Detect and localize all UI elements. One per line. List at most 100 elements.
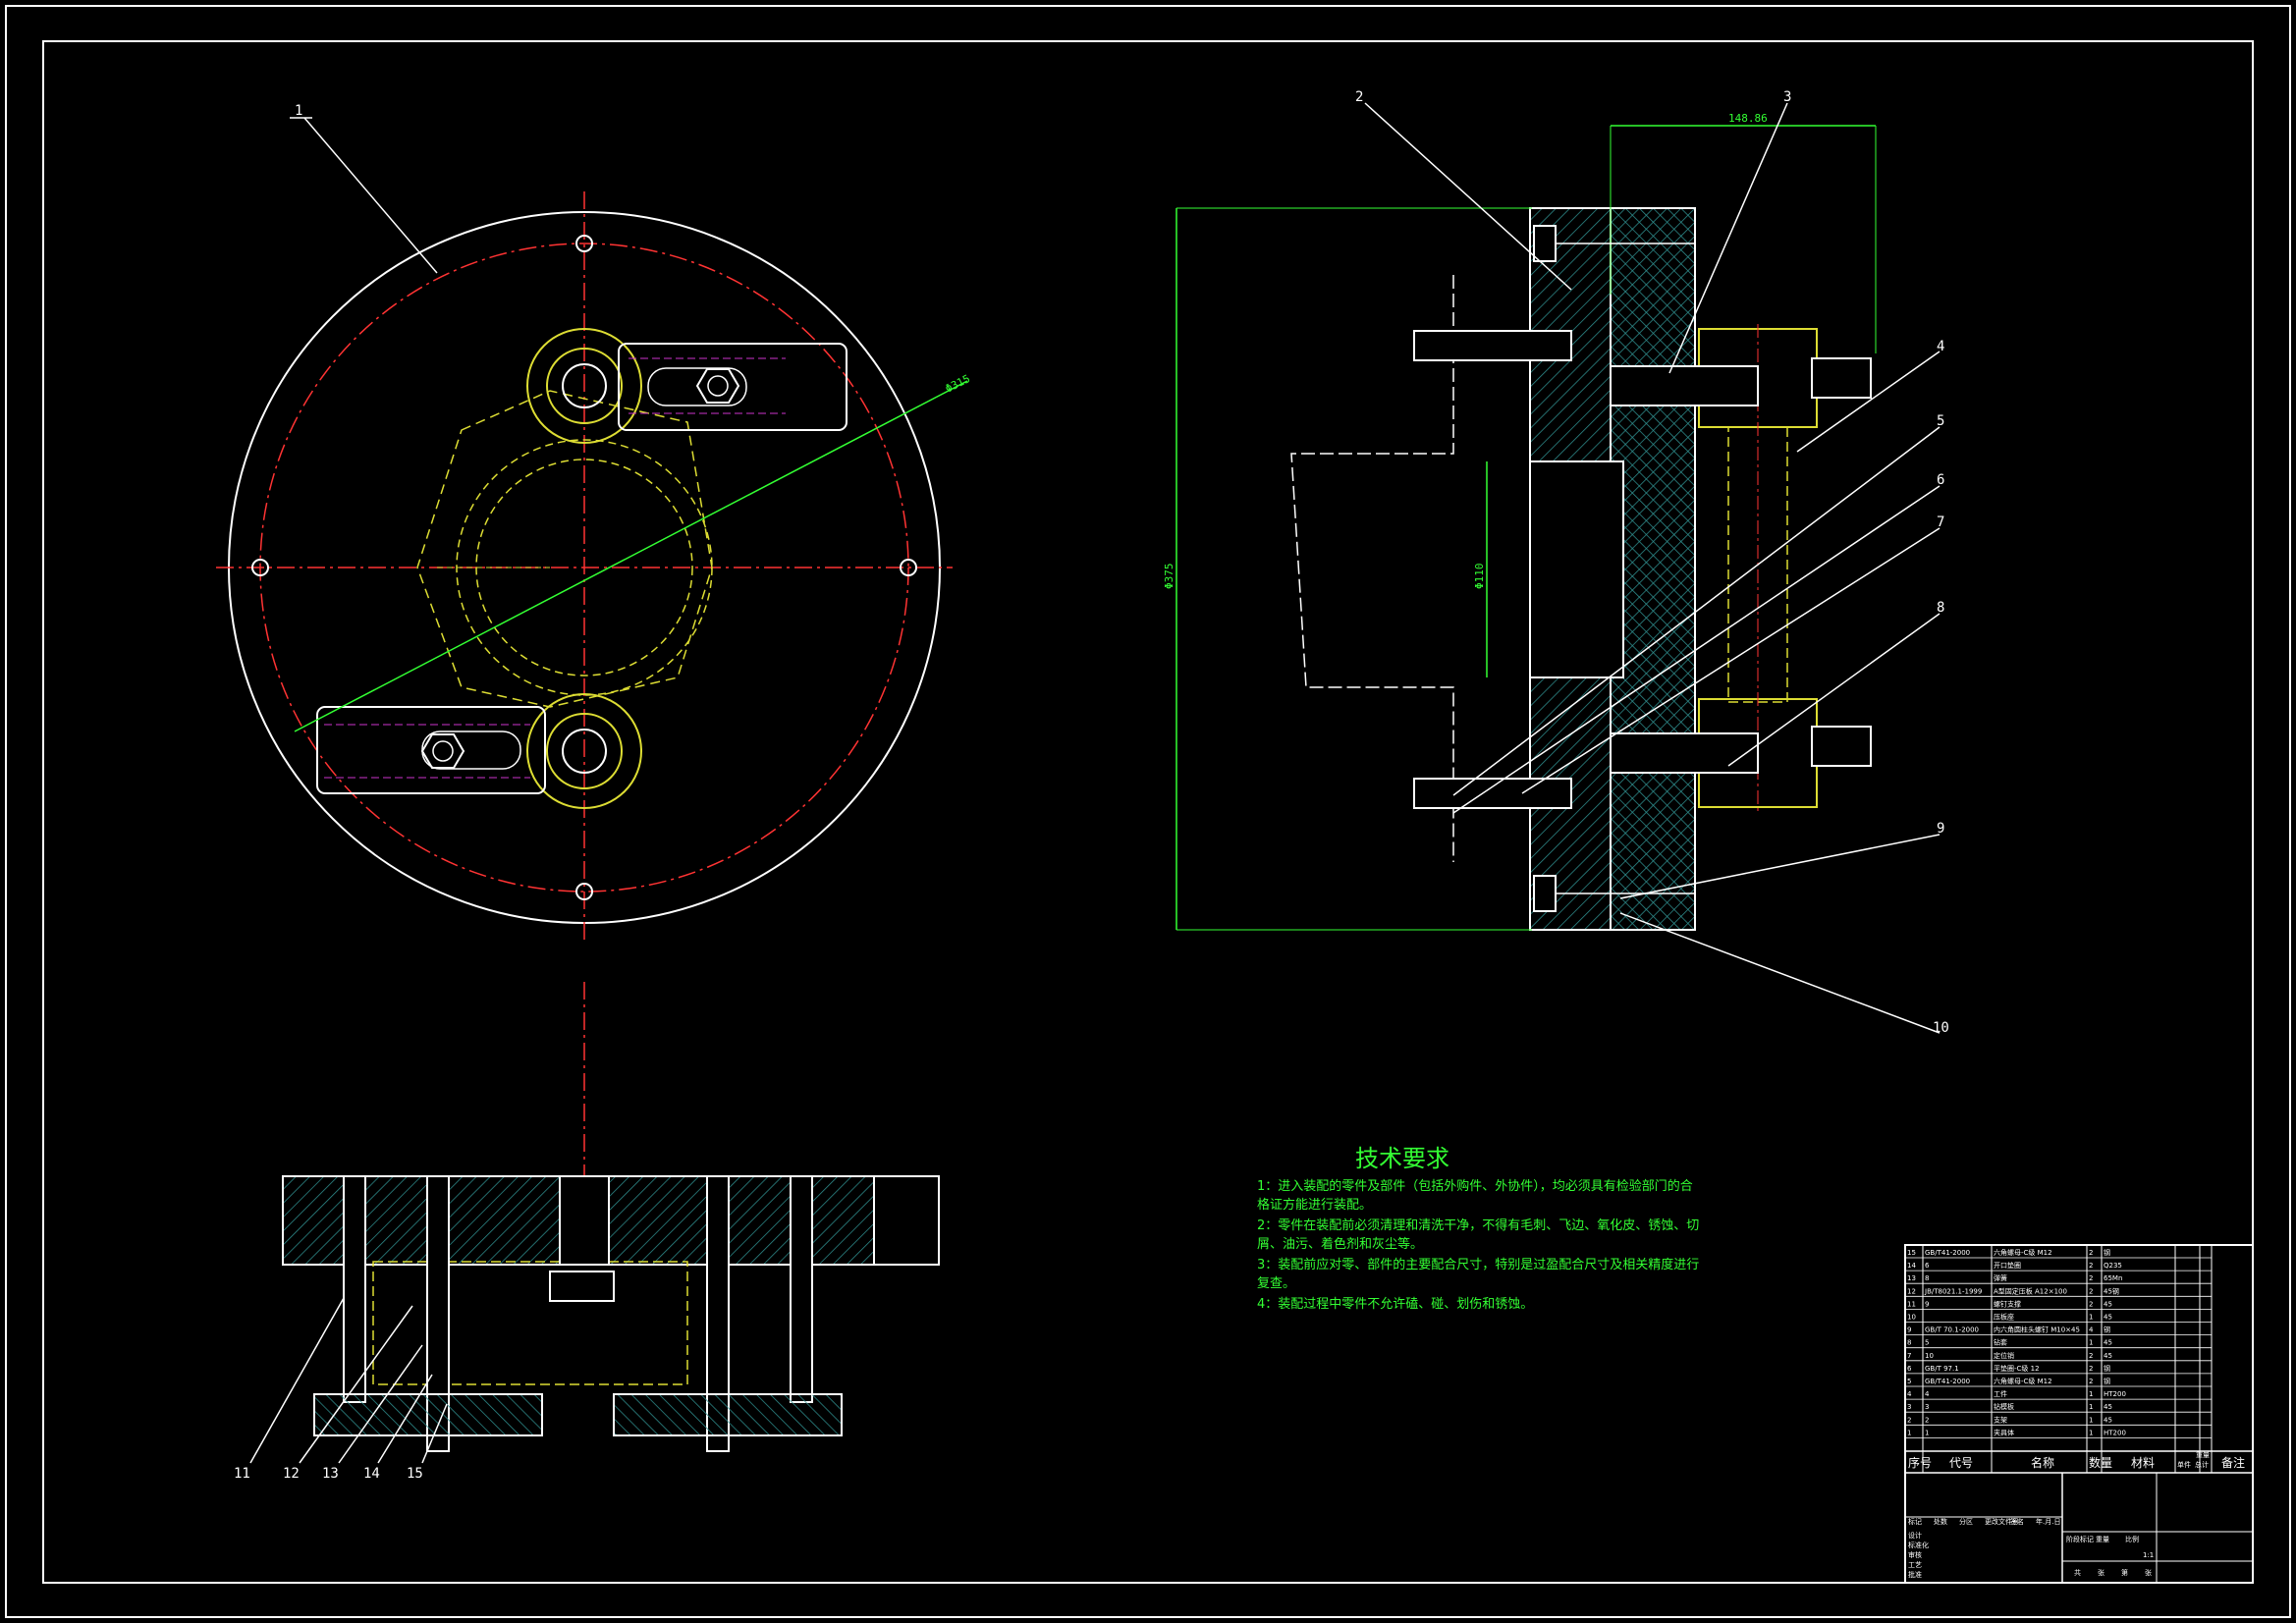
parts-cell: 14 [1907, 1262, 1916, 1270]
stage-cell: 阶段标记 [2066, 1535, 2094, 1543]
header-cell: 数量 [2089, 1455, 2112, 1470]
tech-line-3: 2：零件在装配前必须清理和清洗干净，不得有毛刺、飞边、氧化皮、锈蚀、切 [1257, 1218, 1700, 1233]
parts-cell: 9 [1907, 1326, 1911, 1334]
parts-cell: 1 [2089, 1339, 2093, 1347]
parts-cell: 螺钉支撑 [1994, 1299, 2021, 1308]
header-cell: 总计 [2195, 1460, 2209, 1469]
parts-cell: 5 [1907, 1378, 1911, 1385]
parts-cell: 4 [1925, 1390, 1930, 1398]
header-cell: 单件 [2177, 1460, 2191, 1469]
balloon-13: 13 [322, 1466, 339, 1482]
balloon-3: 3 [1783, 89, 1791, 105]
dim-top-width: 148.86 [1728, 112, 1768, 125]
parts-cell: 开口垫圈 [1994, 1261, 2021, 1270]
tech-line-6: 复查。 [1257, 1276, 1296, 1291]
parts-cell: 13 [1907, 1274, 1916, 1282]
parts-cell: 钢 [2104, 1325, 2110, 1334]
parts-cell: 六角螺母-C级 M12 [1994, 1248, 2052, 1257]
parts-cell: 45 [2104, 1416, 2112, 1424]
title-block-header: 序号代号名称数量材料单件总计备注 [1908, 1455, 2245, 1470]
parts-cell: 工件 [1994, 1389, 2007, 1398]
dim-overall-height: Φ375 [1163, 564, 1175, 590]
parts-cell: 9 [1925, 1300, 1929, 1308]
parts-cell: 夹具体 [1994, 1428, 2014, 1436]
parts-cell: GB/T 97.1 [1925, 1365, 1959, 1373]
balloon-4: 4 [1937, 339, 1944, 354]
tech-line-1: 1：进入装配的零件及部件（包括外购件、外协件），均必须具有检验部门的合 [1257, 1179, 1693, 1194]
parts-cell: 2 [2089, 1378, 2093, 1385]
parts-cell: 4 [1907, 1390, 1912, 1398]
parts-cell: 10 [1907, 1314, 1916, 1322]
parts-cell: 压板座 [1994, 1313, 2014, 1322]
parts-cell: 钻模板 [1994, 1402, 2014, 1411]
parts-cell: 10 [1925, 1352, 1934, 1360]
side-view [1175, 102, 1941, 1034]
parts-cell: 2 [2089, 1365, 2093, 1373]
sheet-cell: 张 [2098, 1568, 2105, 1577]
parts-cell: 1 [1925, 1429, 1929, 1436]
parts-cell: 45 [2104, 1352, 2112, 1360]
parts-cell: 6 [1925, 1262, 1930, 1270]
top-view [216, 117, 968, 943]
parts-cell: 1 [2089, 1314, 2093, 1322]
parts-cell: 15 [1907, 1249, 1916, 1257]
parts-cell: 1 [1907, 1429, 1911, 1436]
parts-cell: 11 [1907, 1300, 1916, 1308]
parts-cell: 2 [2089, 1274, 2093, 1282]
parts-cell: GB/T 70.1-2000 [1925, 1326, 1979, 1334]
dim-circle-dia: Φ315 [943, 372, 972, 396]
parts-cell: Q235 [2104, 1262, 2122, 1270]
parts-cell: 65Mn [2104, 1274, 2122, 1282]
bottom-section-view [249, 982, 940, 1464]
role-cell: 工艺 [1908, 1561, 1922, 1569]
role-cell: 标准化 [1908, 1541, 1929, 1549]
parts-cell: 2 [2089, 1287, 2093, 1295]
tech-line-7: 4：装配过程中零件不允许磕、碰、划伤和锈蚀。 [1257, 1297, 1534, 1312]
approval-cell: 签名 [2010, 1517, 2024, 1526]
parts-cell: 六角螺母-C级 M12 [1994, 1377, 2052, 1385]
parts-cell: HT200 [2104, 1429, 2126, 1436]
parts-cell: 8 [1907, 1339, 1911, 1347]
tech-line-4: 屑、油污、着色剂和灰尘等。 [1257, 1237, 1424, 1252]
parts-cell: 1 [2089, 1429, 2093, 1436]
parts-cell: 2 [1925, 1416, 1929, 1424]
balloon-9: 9 [1937, 821, 1944, 837]
header-cell: 代号 [1949, 1456, 1973, 1470]
role-cell: 设计 [1908, 1531, 1922, 1540]
title-block-approval: 标记处数分区更改文件号签名年.月.日设计标准化审核工艺批准阶段标记重量比例1:1… [1908, 1451, 2210, 1579]
parts-cell: 45 [2104, 1314, 2112, 1322]
sheet-cell: 共 [2074, 1568, 2081, 1577]
parts-cell: 钢 [2104, 1377, 2110, 1385]
parts-cell: 钻套 [1994, 1338, 2007, 1347]
parts-cell: JB/T8021.1-1999 [1924, 1287, 1982, 1295]
parts-cell: 45钢 [2104, 1286, 2119, 1295]
header-cell: 名称 [2031, 1455, 2054, 1470]
parts-cell: 3 [1925, 1403, 1929, 1411]
sheet-cell: 张 [2145, 1568, 2152, 1577]
tech-line-2: 格证方能进行装配。 [1257, 1198, 1373, 1213]
balloon-14: 14 [363, 1466, 380, 1482]
stage-cell: 比例 [2125, 1535, 2139, 1543]
parts-cell: 定位销 [1994, 1351, 2014, 1360]
approval-cell: 分区 [1959, 1517, 1973, 1526]
balloon-5: 5 [1937, 413, 1944, 429]
balloon-15: 15 [407, 1466, 423, 1482]
parts-cell: 5 [1925, 1339, 1929, 1347]
title-block [1904, 1244, 2254, 1584]
parts-cell: 内六角圆柱头螺钉 M10×45 [1994, 1325, 2080, 1334]
parts-cell: 4 [2089, 1326, 2094, 1334]
parts-cell: 弹簧 [1994, 1273, 2007, 1282]
header-cell: 备注 [2221, 1455, 2245, 1470]
balloon-2: 2 [1355, 89, 1363, 105]
parts-cell: GB/T41-2000 [1925, 1249, 1970, 1257]
balloon-11: 11 [234, 1466, 250, 1482]
balloon-12: 12 [283, 1466, 300, 1482]
parts-cell: 3 [1907, 1403, 1911, 1411]
parts-cell: 45 [2104, 1403, 2112, 1411]
parts-cell: 8 [1925, 1274, 1929, 1282]
parts-cell: 7 [1907, 1352, 1911, 1360]
balloon-6: 6 [1937, 472, 1944, 488]
parts-cell: 45 [2104, 1339, 2112, 1347]
